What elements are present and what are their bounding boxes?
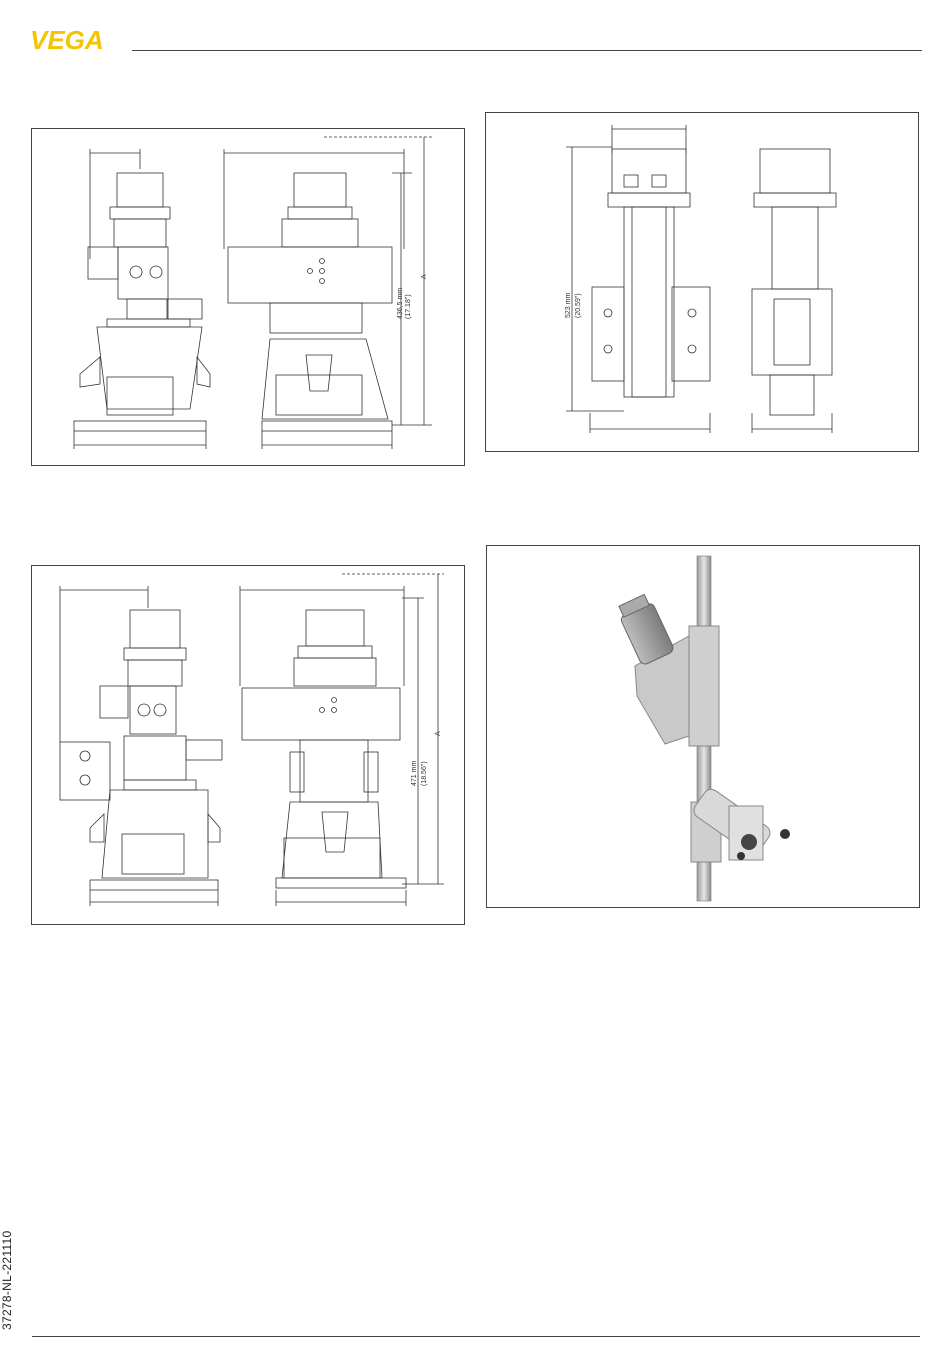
header-rule: [132, 50, 922, 51]
figure-dimension-drawing-b: 523 mm (20.59"): [485, 112, 919, 452]
dim-mm-label-c: 471 mm: [411, 761, 418, 786]
dim-mm-label-b: 523 mm: [565, 293, 572, 318]
mounted-sensor-illustration: [487, 546, 919, 907]
vega-logo-text: VEGA: [30, 28, 104, 52]
figure-mounted-sensor-render: [486, 545, 920, 908]
dim-a-label-c: A: [435, 731, 442, 736]
figure-dimension-drawing-c: 471 mm (18.56") A: [31, 565, 465, 925]
drawing-a-svg: 436,5 mm (17.18") A: [32, 129, 464, 465]
vega-logo: VEGA: [30, 28, 130, 57]
dim-a-label-a: A: [421, 274, 428, 279]
drawing-c-svg: 471 mm (18.56") A: [32, 566, 464, 924]
dim-in-label-c: (18.56"): [421, 761, 428, 786]
figure-dimension-drawing-a: 436,5 mm (17.18") A: [31, 128, 465, 466]
document-code: 37278-NL-221110: [0, 1220, 22, 1330]
dim-in-label-a: (17.18"): [405, 294, 412, 319]
dim-in-label-b: (20.59"): [575, 293, 582, 318]
vega-logo-icon: VEGA: [30, 28, 130, 52]
dim-mm-label-a: 436,5 mm: [397, 288, 404, 319]
drawing-b-svg: 523 mm (20.59"): [486, 113, 918, 451]
footer-rule: [32, 1336, 920, 1337]
